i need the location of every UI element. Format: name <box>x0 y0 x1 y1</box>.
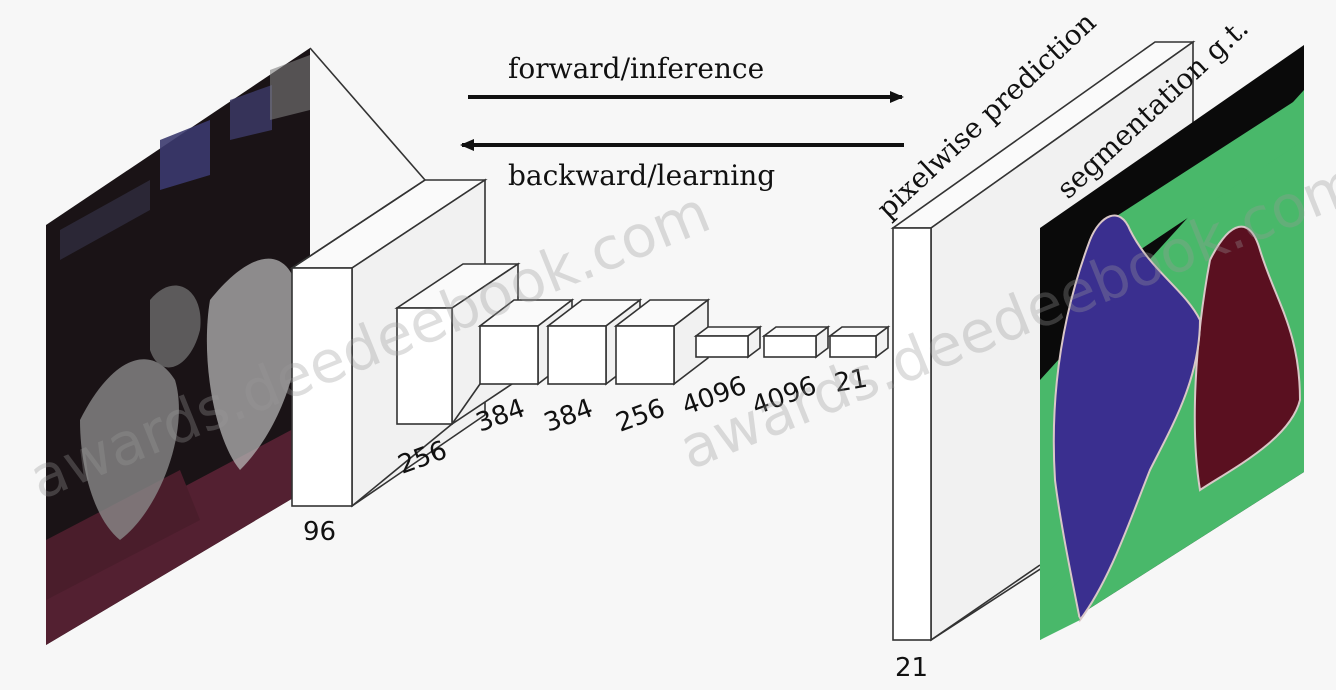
forward-label: forward/inference <box>508 52 764 85</box>
input-image <box>46 48 310 645</box>
layer-label-384-b: 384 <box>540 393 597 438</box>
backward-label: backward/learning <box>508 159 775 192</box>
layer-label-96: 96 <box>303 517 336 547</box>
layer-box-4096-a <box>696 327 760 357</box>
output-layer-label-21: 21 <box>895 653 928 683</box>
layer-label-256-b: 256 <box>612 393 669 438</box>
layer-box-4096-b <box>764 327 828 357</box>
